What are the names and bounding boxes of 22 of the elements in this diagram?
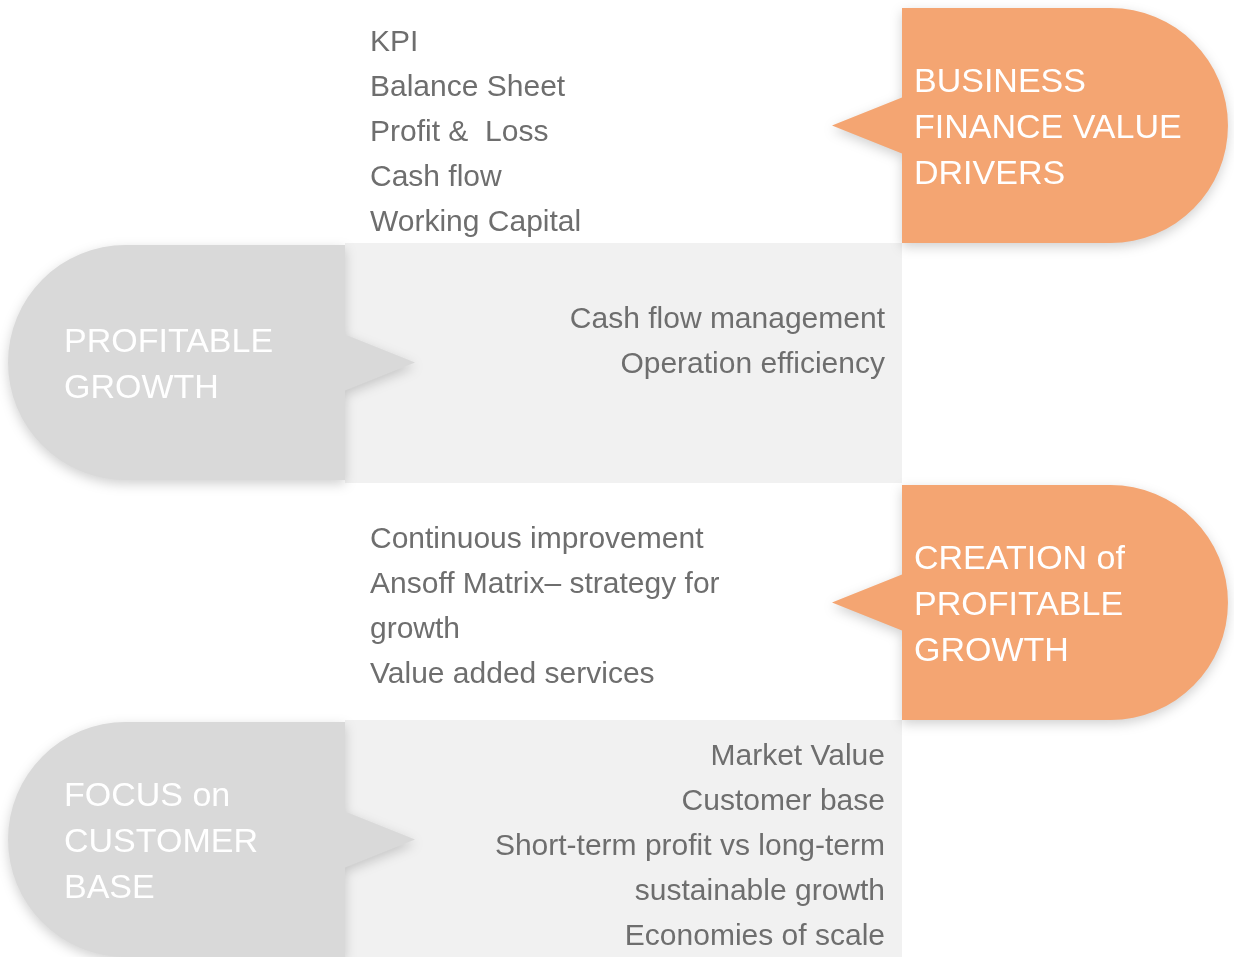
list-item: Cash flow bbox=[370, 158, 502, 194]
list-item: Cash flow management bbox=[569, 300, 885, 336]
callout-tab bbox=[8, 245, 415, 480]
list-item: Market Value bbox=[710, 737, 885, 773]
list-item: Balance Sheet bbox=[370, 68, 566, 104]
text-panel bbox=[345, 720, 902, 957]
tab-title: BUSINESS FINANCE VALUE DRIVERS bbox=[914, 59, 1183, 193]
list-item: Working Capital bbox=[370, 203, 582, 239]
callout-tab bbox=[8, 722, 415, 957]
list-item: Continuous improvement bbox=[370, 520, 704, 556]
callout-tab bbox=[832, 8, 1228, 243]
callout-tab bbox=[832, 485, 1228, 720]
tab-title: CREATION of PROFITABLE GROWTH bbox=[914, 536, 1126, 670]
list-item: Short-term profit vs long-term sustainable growth bbox=[493, 827, 885, 908]
list-item: Value added services bbox=[370, 655, 655, 691]
list-item: Ansoff Matrix– strategy for growth bbox=[370, 565, 721, 646]
text-panel bbox=[345, 243, 902, 483]
list-item: Profit & Loss bbox=[370, 113, 549, 149]
list-item: Customer base bbox=[681, 782, 885, 818]
list-item: KPI bbox=[370, 23, 419, 59]
list-item: Economies of scale bbox=[624, 917, 885, 953]
list-item: Operation efficiency bbox=[620, 345, 885, 381]
